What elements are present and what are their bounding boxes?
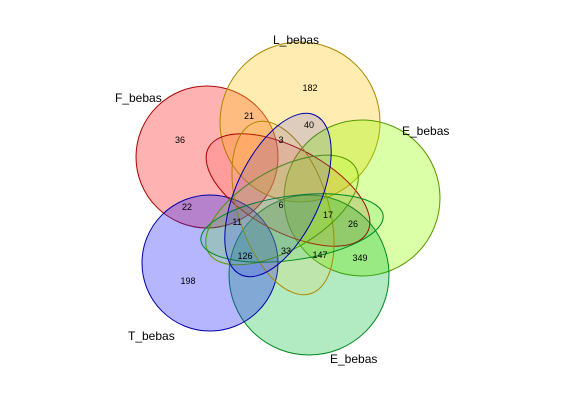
set-t-circle	[141, 194, 279, 332]
region-count-e1-e2-l: 147	[312, 250, 327, 260]
region-count-l-t: 40	[304, 120, 314, 130]
region-count-f-l-t: 3	[278, 135, 283, 145]
set-t-inner-ellipse	[224, 112, 332, 278]
region-count-e1-f: 26	[348, 219, 358, 229]
region-count-t-e2: 126	[237, 251, 252, 261]
region-count-l-only: 182	[302, 83, 317, 93]
region-count-f-t: 22	[182, 202, 192, 212]
region-count-t-only: 198	[180, 276, 195, 286]
set-f-circle	[135, 85, 279, 229]
region-count-f-only: 36	[175, 135, 185, 145]
set-label-e1: E_bebas	[402, 124, 449, 138]
set-e2-circle	[228, 194, 390, 356]
set-label-f: F_bebas	[115, 91, 162, 105]
set-label-l: L_bebas	[273, 33, 319, 47]
set-e2-inner-ellipse	[200, 193, 384, 263]
set-label-e2: E_bebas	[330, 352, 377, 366]
set-e1-inner-ellipse	[205, 154, 359, 266]
region-count-t-e2-l: 33	[281, 246, 291, 256]
set-f-inner-ellipse	[205, 133, 371, 247]
set-label-t: T_bebas	[128, 329, 175, 343]
region-count-f-t-e2: 11	[232, 217, 241, 227]
set-e1-circle	[283, 119, 441, 277]
region-count-l-e1-f: 17	[323, 210, 333, 220]
region-count-e1-e2: 349	[352, 253, 367, 263]
region-count-all: 6	[278, 200, 283, 210]
region-count-f-l: 21	[244, 111, 254, 121]
